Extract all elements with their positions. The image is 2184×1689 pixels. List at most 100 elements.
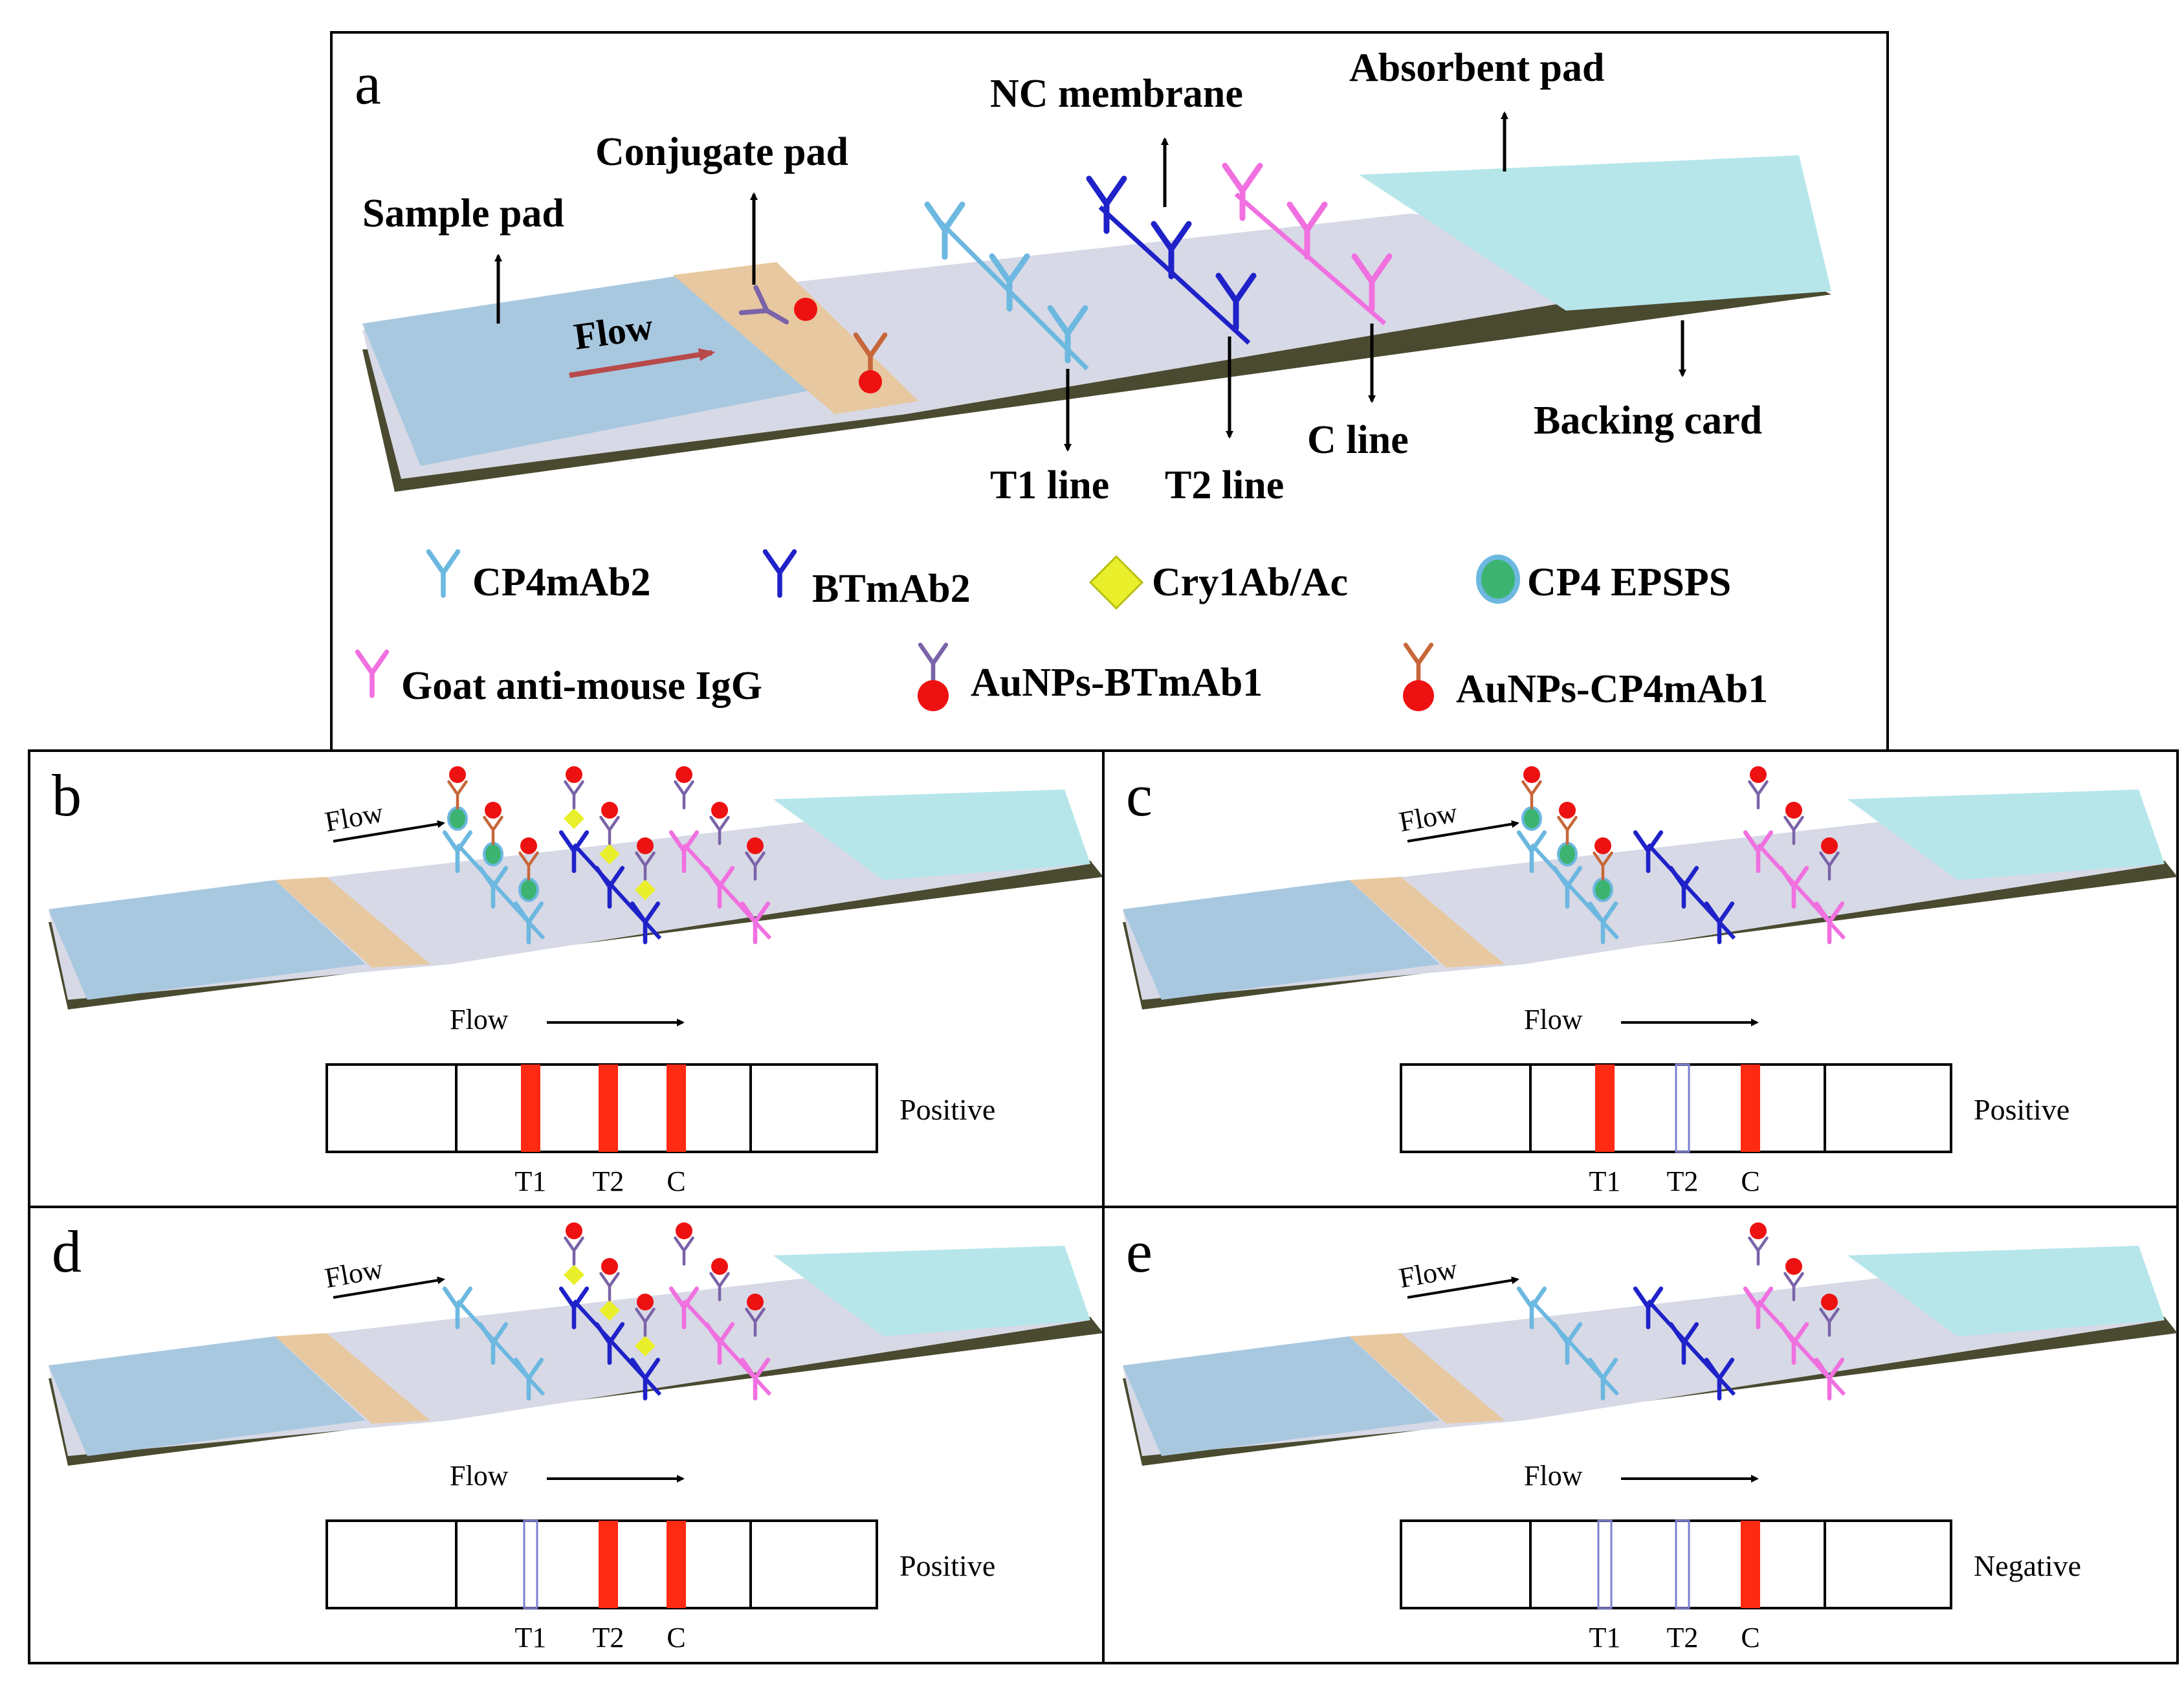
sample-pad-shape [49,880,366,1000]
test-line-c [667,1065,686,1152]
legend-item-btmab2: BTmAb2 [766,552,971,611]
strip-illustration: Flow [362,155,1831,492]
gold-nanoparticle-icon [1594,837,1611,854]
gold-nanoparticle-icon [1523,766,1540,783]
legend-item-epsps: CP4 EPSPS [1476,555,1731,604]
svg-text:Cry1Ab/Ac: Cry1Ab/Ac [1152,560,1348,604]
legend-item-au-cp4: AuNPs-CP4mAb1 [1403,645,1768,711]
gold-nanoparticle-icon [637,837,654,854]
gold-nanoparticle-icon [1821,837,1838,854]
label-t2-line: T2 line [1165,463,1284,507]
label-backing-card: Backing card [1534,399,1762,443]
conjugate-pad-shape [275,1333,430,1424]
label-sample-pad: Sample pad [362,192,564,236]
absorbent-pad-shape [773,789,1090,880]
legend-item-goat: Goat anti-mouse IgG [358,652,762,708]
epsps-icon [518,878,539,902]
diamond-icon [599,1300,620,1321]
panel-letter: e [1126,1219,1153,1285]
capture-line [682,1299,772,1396]
capture-line [572,843,662,940]
capture-line [1530,1299,1620,1396]
gold-nanoparticle-icon [485,802,502,819]
t2-antibodies [561,766,662,942]
gold-nanoparticle-icon [1750,766,1767,783]
gold-nanoparticle-icon [676,766,692,783]
gold-nanoparticle-icon [601,1258,618,1275]
panel-letter: b [52,762,82,828]
conjugate-pad-shape [1349,877,1505,967]
gold-nanoparticle-icon [1750,1222,1767,1239]
test-line-t1 [523,1519,538,1609]
svg-text:AuNPs-CP4mAb1: AuNPs-CP4mAb1 [1456,667,1768,711]
line-label-c: C [667,1165,685,1197]
panel-letter: d [52,1219,82,1285]
gold-nanoparticle-icon [601,802,618,819]
diamond-icon [635,1336,656,1356]
result-text: Positive [899,1093,995,1126]
legend-item-cry: Cry1Ab/Ac [1088,555,1348,610]
absorbent-pad-shape [773,1246,1090,1336]
conjugate-pad-shape [275,877,430,967]
sample-pad-shape [362,272,822,466]
svg-text:BTmAb2: BTmAb2 [812,567,971,611]
label-nc-membrane: NC membrane [990,72,1243,116]
t1-antibodies [445,1288,546,1398]
c-antibodies [671,766,772,942]
t1-antibodies [445,766,546,942]
capture-line [1646,1299,1736,1396]
svg-text:CP4 EPSPS: CP4 EPSPS [1527,560,1731,604]
t1-antibodies [1519,1288,1620,1398]
gold-nanoparticle-icon [1821,1294,1838,1310]
panel-a-letter: a [355,50,381,116]
sample-pad-shape [49,1336,366,1456]
sample-pad-shape [1123,1336,1440,1456]
line-label-t2: T2 [1667,1622,1699,1653]
legend-item-au-bt: AuNPs-BTmAb1 [918,645,1263,711]
diamond-icon [599,844,620,865]
t1-antibodies [1519,766,1620,942]
svg-text:CP4mAb2: CP4mAb2 [472,560,651,604]
c-antibodies [1225,166,1389,326]
t1-antibodies [927,204,1087,371]
svg-text:AuNPs-BTmAb1: AuNPs-BTmAb1 [971,661,1263,705]
test-line-c [1741,1521,1760,1608]
line-label-c: C [1741,1622,1759,1653]
test-line-c [1741,1065,1760,1152]
line-label-c: C [1741,1165,1759,1197]
label-c-line: C line [1307,418,1409,462]
flow-label-2: Flow [450,1460,509,1492]
line-label-t1: T1 [1589,1622,1621,1653]
panel-a: a [330,31,1889,752]
line-label-c: C [667,1622,685,1653]
epsps-icon [1557,842,1578,867]
test-line-t2 [599,1065,618,1152]
capture-line [1530,843,1620,940]
gold-nanoparticle-icon [747,837,764,854]
gold-nanoparticle-icon [1559,802,1576,819]
result-text: Positive [899,1549,995,1582]
c-antibodies [1745,766,1846,942]
epsps-icon [447,806,468,831]
test-line-t2 [599,1521,618,1608]
epsps-icon [1476,555,1520,604]
line-label-t2: T2 [593,1622,624,1653]
test-line-c [667,1521,686,1608]
t2-antibodies [1635,1288,1736,1398]
capture-line [456,1299,546,1396]
flow-label-2: Flow [450,1004,509,1035]
sample-pad-shape [1123,880,1440,1000]
t2-antibodies [1635,832,1736,942]
panel-letter: c [1126,762,1153,828]
absorbent-pad-shape [1848,1246,2165,1336]
gold-nanoparticle-icon [1785,802,1802,819]
label-absorbent-pad: Absorbent pad [1349,46,1605,90]
label-t1-line: T1 line [990,463,1109,507]
diamond-icon [635,879,656,900]
gold-nanoparticle-icon [747,1294,764,1310]
conjugate-pad-shape [1349,1333,1505,1424]
result-text: Negative [1974,1549,2081,1582]
absorbent-pad-shape [1359,155,1831,311]
